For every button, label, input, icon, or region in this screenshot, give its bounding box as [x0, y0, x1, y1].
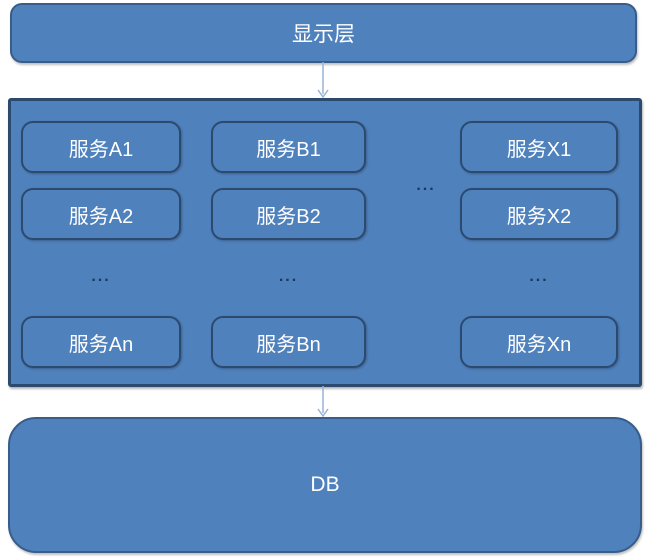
service-box-b2: 服务B2 — [211, 188, 366, 240]
service-box-b1: 服务B1 — [211, 121, 366, 173]
service-label: 服务An — [68, 333, 134, 356]
service-label: 服务B1 — [256, 138, 321, 161]
arrow-down-icon — [317, 62, 329, 99]
service-box-a2: 服务A2 — [21, 188, 181, 240]
arrow-down-icon — [317, 386, 329, 418]
service-box-x2: 服务X2 — [460, 188, 618, 240]
display-layer-label: 显示层 — [292, 23, 355, 46]
service-label: 服务Bn — [256, 333, 321, 356]
db-layer-box: DB — [8, 417, 642, 553]
service-label: 服务B2 — [256, 205, 321, 228]
column-x-ellipsis: ... — [529, 268, 549, 285]
column-b-ellipsis: ... — [278, 268, 299, 285]
service-label: 服务X2 — [506, 205, 572, 228]
db-layer-label: DB — [310, 473, 340, 496]
service-box-a1: 服务A1 — [21, 121, 181, 173]
column-a-ellipsis: ... — [91, 268, 111, 285]
service-box-an: 服务An — [21, 316, 181, 368]
display-layer-box: 显示层 — [10, 3, 637, 63]
service-layer-container: 服务A1 服务B1 服务X1 服务A2 服务B2 服务X2 ... ... ..… — [8, 98, 642, 387]
service-label: 服务A2 — [68, 205, 134, 228]
between-columns-ellipsis: ... — [416, 177, 436, 194]
service-box-xn: 服务Xn — [460, 316, 618, 368]
service-box-x1: 服务X1 — [460, 121, 618, 173]
service-label: 服务X1 — [506, 138, 572, 161]
service-label: 服务A1 — [68, 138, 134, 161]
service-box-bn: 服务Bn — [211, 316, 366, 368]
service-label: 服务Xn — [506, 333, 572, 356]
